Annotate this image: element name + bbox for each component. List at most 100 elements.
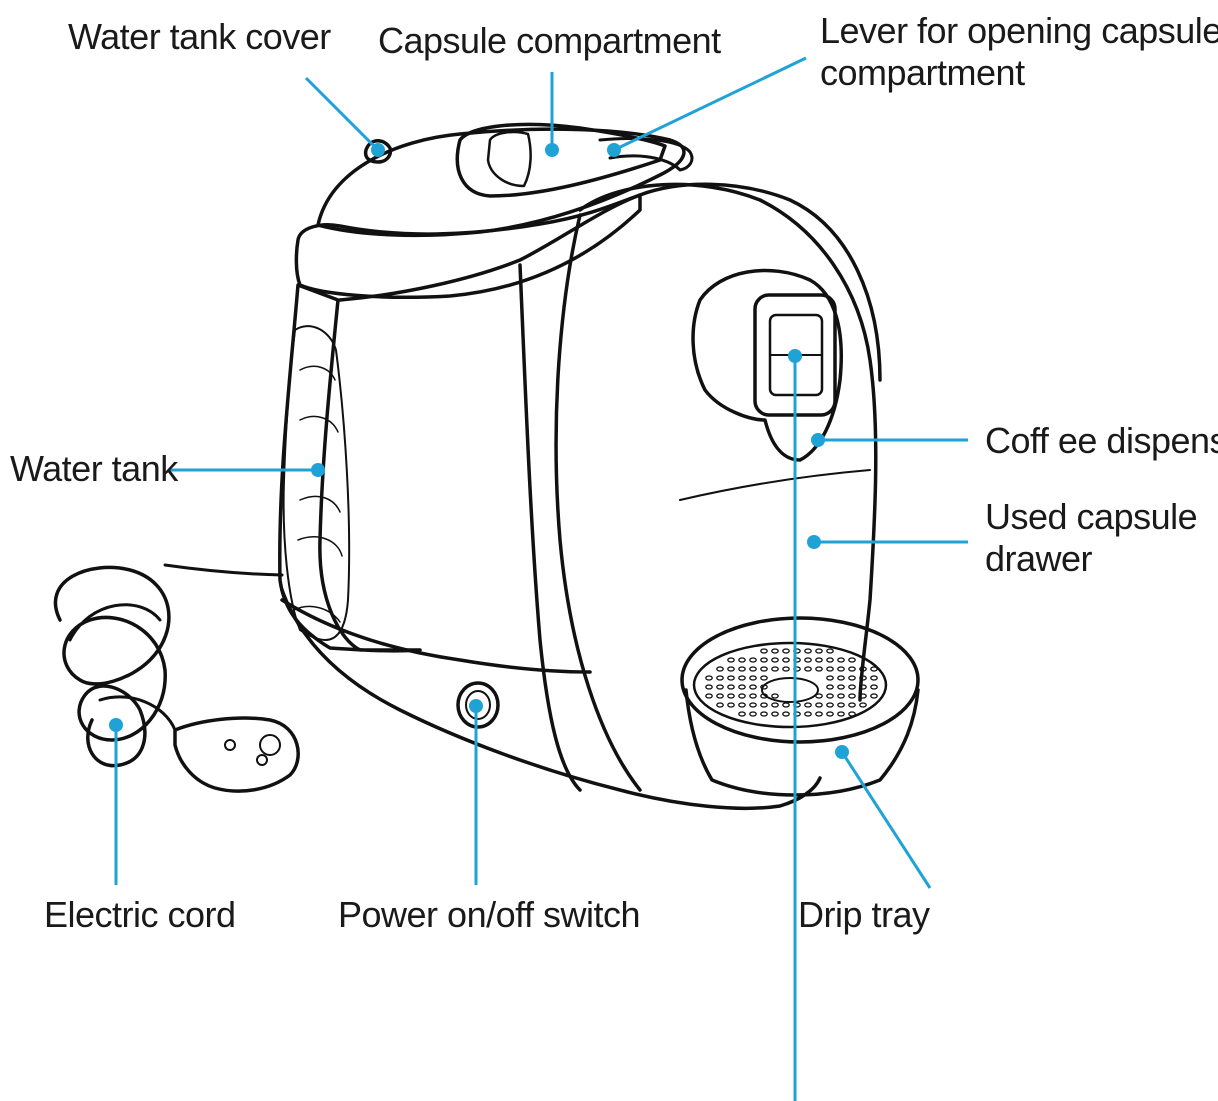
right-tower — [578, 182, 878, 702]
drip-tray-hole — [738, 711, 746, 717]
drip-tray-hole — [826, 675, 834, 681]
drip-tray-hole — [848, 675, 856, 681]
center-panel-left — [518, 263, 582, 792]
callout-lines — [114, 56, 968, 1101]
callout-line-lever — [613, 56, 807, 152]
drip-tray-hole — [738, 693, 746, 699]
drip-tray-hole — [716, 693, 724, 699]
drip-tray-hole — [815, 711, 823, 717]
drip-tray-hole — [782, 711, 790, 717]
cord-coil — [53, 565, 171, 768]
drip-tray-hole — [848, 666, 856, 672]
drip-tray-front — [684, 688, 920, 797]
drip-tray-hole — [837, 693, 845, 699]
callout-line-water-tank-cover — [304, 76, 380, 152]
drip-tray-hole — [804, 648, 812, 654]
drip-tray-hole — [749, 693, 757, 699]
plug-body — [173, 716, 300, 793]
drip-tray-holes — [705, 648, 878, 717]
drip-tray-hole — [837, 666, 845, 672]
drip-tray-hole — [837, 702, 845, 708]
drip-tray-hole — [760, 666, 768, 672]
drip-tray-hole — [804, 657, 812, 663]
drip-tray-hole — [749, 684, 757, 690]
drip-tray-hole — [749, 657, 757, 663]
drip-tray-hole — [749, 666, 757, 672]
drip-tray-hole — [705, 693, 713, 699]
drip-tray-hole — [815, 702, 823, 708]
drip-tray-hole — [782, 657, 790, 663]
center-panel — [338, 182, 882, 382]
label-drip-tray: Drip tray — [798, 894, 930, 935]
drip-tray-hole — [826, 693, 834, 699]
drip-tray-hole — [771, 657, 779, 663]
drip-tray-hole — [782, 648, 790, 654]
drip-tray-hole — [859, 702, 867, 708]
water-tank-window — [282, 325, 351, 641]
drip-tray-hole — [870, 693, 878, 699]
lid-band — [294, 193, 642, 300]
drip-tray-hole — [760, 684, 768, 690]
drip-tray-hole — [727, 666, 735, 672]
drip-tray-hole — [738, 666, 746, 672]
drip-tray-hole — [716, 666, 724, 672]
drip-tray-hole — [771, 666, 779, 672]
lever-loop — [598, 137, 694, 172]
drip-tray-hole — [760, 711, 768, 717]
base-line — [280, 598, 592, 674]
callout-line-drip-tray — [840, 751, 932, 889]
drip-tray-hole — [705, 675, 713, 681]
drip-tray-hole — [804, 702, 812, 708]
drip-tray-hole — [848, 657, 856, 663]
drip-tray-hole — [826, 711, 834, 717]
drip-tray-rim — [680, 616, 920, 744]
drip-tray-hole — [738, 702, 746, 708]
label-electric-cord: Electric cord — [44, 894, 236, 935]
drip-tray-hole — [848, 711, 856, 717]
drip-tray-hole — [771, 711, 779, 717]
drip-tray-hole — [760, 675, 768, 681]
drip-tray-hole — [749, 711, 757, 717]
label-lever: Lever for opening capsule compartment — [820, 10, 1218, 93]
label-water-tank-cover: Water tank cover — [68, 16, 331, 57]
drip-tray-hole — [760, 648, 768, 654]
drip-tray-hole — [705, 684, 713, 690]
drip-tray-hole — [837, 684, 845, 690]
drip-tray-hole — [716, 675, 724, 681]
drip-tray-hole — [859, 693, 867, 699]
drip-tray-hole — [815, 693, 823, 699]
drip-tray-hole — [826, 648, 834, 654]
drip-tray-hole — [782, 666, 790, 672]
capsule-lid-inner — [486, 130, 532, 188]
drip-tray-hole — [826, 657, 834, 663]
drip-tray-hole — [771, 702, 779, 708]
drip-tray-hole — [749, 675, 757, 681]
drip-tray-hole — [760, 702, 768, 708]
label-capsule-compartment: Capsule compartment — [378, 20, 721, 61]
drip-tray-hole — [837, 657, 845, 663]
drip-tray-hole — [727, 675, 735, 681]
drip-tray-hole — [815, 666, 823, 672]
drip-tray-hole — [848, 684, 856, 690]
drip-tray-hole — [859, 684, 867, 690]
drip-tray-hole — [716, 702, 724, 708]
cover-knob — [363, 139, 393, 164]
base-body — [280, 588, 822, 811]
drip-tray-hole — [771, 693, 779, 699]
drip-tray-hole — [826, 702, 834, 708]
drip-tray-hole — [870, 684, 878, 690]
drip-tray-hole — [870, 675, 878, 681]
dispenser-housing — [691, 268, 843, 462]
drip-tray-hole — [804, 711, 812, 717]
drip-tray-grate — [692, 641, 888, 729]
drip-tray-hole — [859, 666, 867, 672]
callout-dots — [109, 143, 849, 759]
drip-tray-hole — [826, 684, 834, 690]
label-water-tank: Water tank — [10, 448, 178, 489]
drip-tray-hole — [716, 684, 724, 690]
drip-tray-hole — [760, 657, 768, 663]
label-power-switch: Power on/off switch — [338, 894, 640, 935]
drip-tray-hole — [738, 657, 746, 663]
drip-tray-hole — [727, 702, 735, 708]
